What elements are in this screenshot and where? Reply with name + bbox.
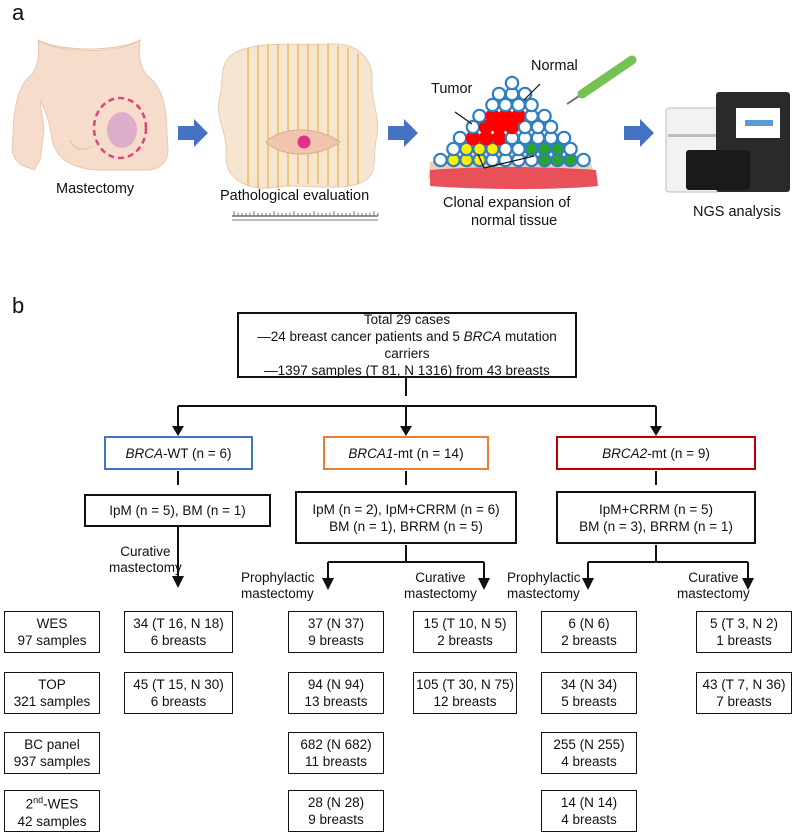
cell-b1-pro-wes: 37 (N 37)9 breasts: [288, 611, 384, 653]
cell-marker: [517, 86, 533, 102]
sequencer-illustration: [665, 92, 790, 193]
tumor-label: Tumor: [431, 81, 473, 97]
arrow-down-icon: [400, 426, 412, 436]
brca1-mt-box: BRCA1-mt (n = 14): [323, 436, 489, 470]
cell-b1-cur-wes: 15 (T 10, N 5)2 breasts: [413, 611, 517, 653]
cell-wt-cur-top: 45 (T 15, N 30)6 breasts: [124, 672, 233, 714]
ngs-analysis-label: NGS analysis: [693, 204, 781, 220]
brca2-surgery-box: IpM+CRRM (n = 5) BM (n = 3), BRRM (n = 1…: [556, 491, 756, 544]
cell-b2-pro-bc-panel: 255 (N 255)4 breasts: [541, 732, 637, 774]
cell-marker: [556, 130, 572, 146]
pathological-evaluation-label: Pathological evaluation: [220, 188, 370, 204]
brca-wt-box: BRCA-WT (n = 6): [104, 436, 253, 470]
cell-marker: [576, 152, 591, 168]
panel-a-letter: a: [12, 0, 25, 25]
cell-b2-pro-wes: 6 (N 6)2 breasts: [541, 611, 637, 653]
clonal-expansion-label-2: normal tissue: [471, 213, 558, 229]
arrow-icon: [388, 119, 418, 147]
cell-marker: [524, 97, 539, 113]
cell-b2-pro-2nd-wes: 14 (N 14)4 breasts: [541, 790, 637, 832]
samples-line: —1397 samples (T 81, N 1316) from 43 bre…: [264, 363, 550, 378]
cell-b2-pro-top: 34 (N 34)5 breasts: [541, 672, 637, 714]
cell-marker: [504, 75, 520, 91]
normal-label: Normal: [531, 58, 578, 74]
arrow-down-icon: [650, 426, 662, 436]
panel-b-letter: b: [12, 293, 25, 318]
arrow-down-icon: [742, 578, 754, 590]
tissue-section-illustration: [218, 43, 379, 221]
arrow-down-icon: [322, 578, 334, 590]
cell-marker: [537, 108, 552, 124]
brca1-surgery-box: IpM (n = 2), IpM+CRRM (n = 6) BM (n = 1)…: [295, 491, 517, 544]
clonal-expansion-label-1: Clonal expansion of: [443, 195, 571, 211]
torso-illustration: [11, 38, 169, 171]
cell-b1-pro-2nd-wes: 28 (N 28)9 breasts: [288, 790, 384, 832]
arrow-down-icon: [172, 426, 184, 436]
clonal-expansion-illustration: [428, 55, 637, 189]
carriers-line: —24 breast cancer patients and 5 BRCA mu…: [257, 329, 557, 361]
arrow-down-icon: [172, 576, 184, 588]
cell-b1-pro-top: 94 (N 94)13 breasts: [288, 672, 384, 714]
brca2-mt-box: BRCA2-mt (n = 9): [556, 436, 756, 470]
arrow-icon: [178, 119, 208, 147]
wt-surgery-box: IpM (n = 5), BM (n = 1): [84, 494, 271, 527]
mastectomy-label: Mastectomy: [56, 181, 135, 197]
cell-marker: [543, 119, 559, 135]
cell-b2-cur-top: 43 (T 7, N 36)7 breasts: [696, 672, 792, 714]
arrow-down-icon: [478, 578, 490, 590]
total-cases-box: Total 29 cases —24 breast cancer patient…: [237, 312, 577, 378]
cell-wt-cur-wes: 34 (T 16, N 18)6 breasts: [124, 611, 233, 653]
total-cases-line: Total 29 cases: [363, 312, 451, 327]
method-box-2nd-wes: 2nd-WES 42 samples: [4, 790, 100, 832]
cell-b1-cur-top: 105 (T 30, N 75)12 breasts: [413, 672, 517, 714]
arrow-down-icon: [582, 578, 594, 590]
cell-b1-pro-bc-panel: 682 (N 682)11 breasts: [288, 732, 384, 774]
cell-marker: [563, 141, 578, 157]
cell-b2-cur-wes: 5 (T 3, N 2)1 breasts: [696, 611, 792, 653]
arrow-icon: [624, 119, 654, 147]
process-arrows: [178, 119, 654, 147]
